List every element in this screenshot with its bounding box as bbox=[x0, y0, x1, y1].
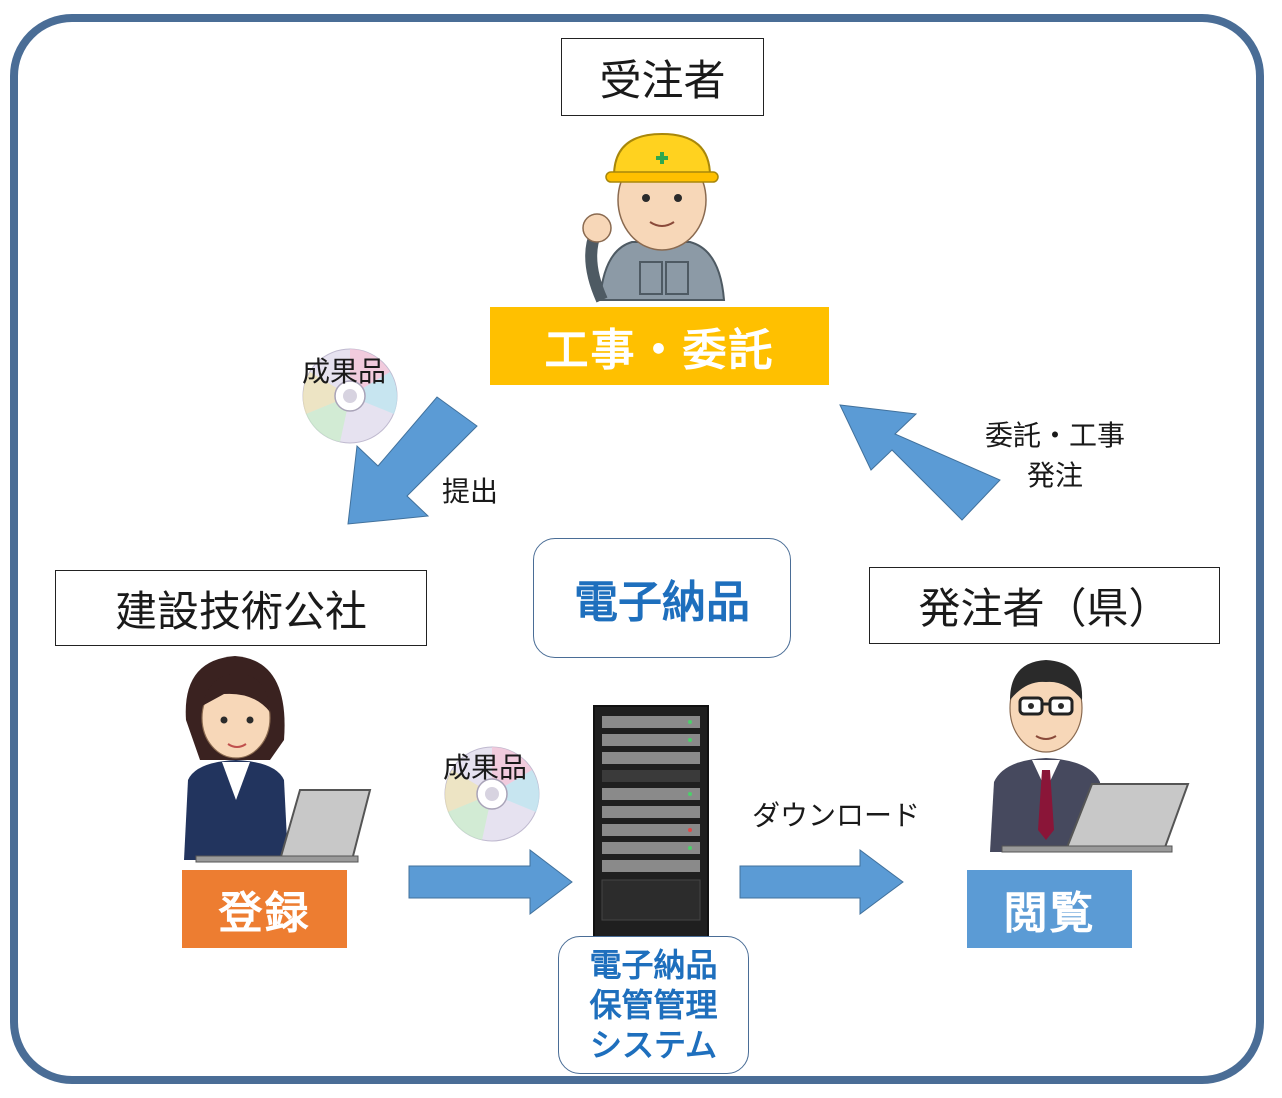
register-arrow bbox=[408, 848, 573, 916]
contractor-tag-text: 工事・委託 bbox=[544, 325, 775, 376]
submit-item-label: 成果品 bbox=[302, 355, 387, 388]
view-tag-text: 閲覧 bbox=[1003, 888, 1096, 939]
download-arrow bbox=[739, 849, 904, 915]
client-title: 発注者（県） bbox=[869, 567, 1220, 644]
worker-helmet-icon bbox=[582, 132, 726, 303]
center-title: 電子納品 bbox=[533, 538, 791, 658]
system-line-2: 保管管理 bbox=[589, 986, 718, 1024]
order-label-line-2: 発注 bbox=[1026, 459, 1083, 492]
system-line-1: 電子納品 bbox=[589, 946, 718, 984]
view-tag: 閲覧 bbox=[967, 870, 1132, 948]
client-title-text: 発注者（県） bbox=[918, 584, 1171, 633]
contractor-title: 受注者 bbox=[561, 38, 764, 116]
system-label: 電子納品 保管管理 システム bbox=[558, 936, 749, 1074]
submit-action-label: 提出 bbox=[442, 475, 499, 508]
contractor-tag: 工事・委託 bbox=[490, 307, 829, 385]
contractor-title-text: 受注者 bbox=[599, 55, 726, 105]
corp-title: 建設技術公社 bbox=[55, 570, 427, 646]
download-label: ダウンロード bbox=[752, 799, 921, 832]
woman-laptop-icon bbox=[184, 656, 372, 863]
server-rack-icon bbox=[593, 705, 709, 947]
order-arrow bbox=[839, 404, 1001, 521]
submit-arrow bbox=[347, 396, 478, 525]
order-label-line-1: 委託・工事 bbox=[984, 419, 1125, 452]
disc-icon bbox=[302, 348, 398, 444]
register-tag: 登録 bbox=[182, 870, 347, 948]
register-item-label: 成果品 bbox=[443, 751, 528, 784]
corp-title-text: 建設技術公社 bbox=[114, 586, 367, 636]
disc-icon bbox=[444, 746, 540, 842]
system-line-3: システム bbox=[589, 1026, 718, 1064]
order-label: 委託・工事 発注 bbox=[960, 416, 1150, 496]
register-tag-text: 登録 bbox=[218, 888, 311, 939]
center-title-text: 電子納品 bbox=[574, 577, 750, 628]
man-laptop-icon bbox=[990, 660, 1190, 853]
